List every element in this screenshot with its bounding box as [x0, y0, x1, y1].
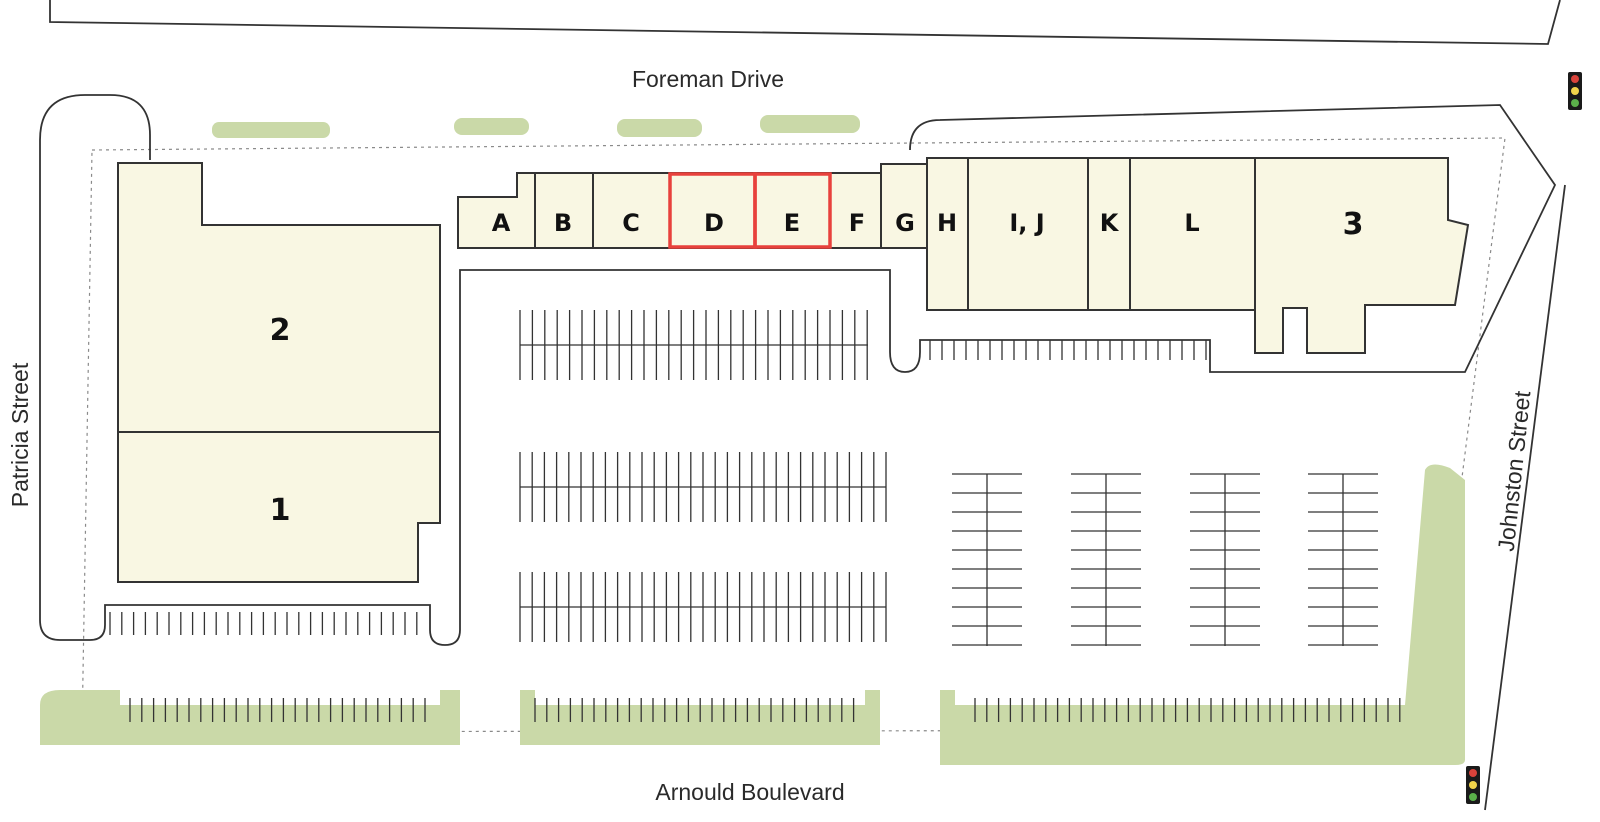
unit-label-d: D [704, 209, 724, 237]
parking-stalls [109, 310, 1401, 722]
unit-label-c: C [622, 209, 640, 237]
unit-label-1: 1 [270, 493, 291, 528]
unit-label-f: F [849, 209, 865, 237]
unit-label-b: B [554, 209, 572, 237]
traffic-light-icon [1466, 766, 1480, 804]
street-label-south: Arnould Boulevard [655, 779, 844, 805]
road-edge-east [1484, 184, 1566, 811]
building-1[interactable] [117, 431, 441, 583]
building-3[interactable] [1254, 157, 1470, 354]
unit-label-l: L [1184, 209, 1199, 237]
unit-label-k: K [1100, 209, 1120, 237]
traffic-light-icon [1568, 72, 1582, 110]
street-label-west: Patricia Street [7, 362, 33, 507]
unit-h[interactable] [926, 157, 969, 311]
building-2[interactable] [117, 162, 441, 433]
unit-k[interactable] [1087, 157, 1131, 311]
unit-label-a: A [492, 209, 511, 237]
unit-label-e: E [784, 209, 800, 237]
unit-label-ij: I, J [1009, 209, 1044, 237]
unit-b[interactable] [534, 172, 594, 249]
unit-label-2: 2 [270, 313, 291, 348]
unit-d[interactable] [669, 172, 756, 249]
street-label-north: Foreman Drive [632, 66, 784, 92]
unit-label-3: 3 [1343, 207, 1364, 242]
unit-e[interactable] [754, 172, 831, 249]
drive-loop-west [39, 94, 1557, 646]
road-edge-top [49, 0, 1561, 45]
unit-c[interactable] [592, 172, 671, 249]
unit-l[interactable] [1129, 157, 1256, 311]
unit-label-g: G [895, 209, 915, 237]
unit-label-h: H [937, 209, 957, 237]
unit-e-highlight [753, 172, 832, 249]
